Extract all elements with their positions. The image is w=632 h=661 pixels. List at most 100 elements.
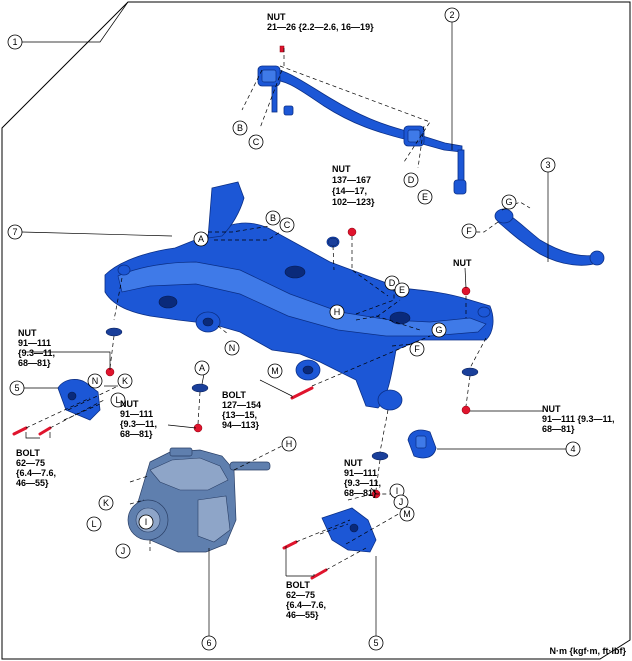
letter-N-frame: N (224, 340, 240, 356)
torque-nut-mid: NUT 137—167 {14—17, 102—123} (332, 164, 375, 207)
svg-text:102—123}: 102—123} (332, 197, 375, 207)
svg-text:A: A (198, 234, 204, 244)
letter-J-diff: J (115, 543, 131, 559)
svg-text:NUT: NUT (542, 404, 561, 414)
svg-text:K: K (122, 376, 128, 386)
callout-5-right-label: 5 (373, 638, 378, 648)
callout-4: 4 (565, 441, 581, 457)
svg-text:46—55}: 46—55} (286, 610, 319, 620)
svg-text:62—75: 62—75 (286, 590, 315, 600)
letter-B-frame: B (265, 210, 281, 226)
svg-text:68—81}: 68—81} (344, 488, 377, 498)
fasteners (12, 227, 471, 580)
callout-6: 6 (201, 635, 217, 651)
svg-text:{14—17,: {14—17, (332, 186, 367, 196)
svg-text:{9.3—11,: {9.3—11, (344, 478, 381, 488)
callout-5-left-label: 5 (14, 383, 19, 393)
torque-bolt-center: BOLT 127—154 {13—15, 94—113} (222, 390, 261, 430)
svg-text:I: I (396, 486, 399, 496)
svg-text:L: L (91, 519, 96, 529)
letter-F-frame: F (409, 341, 425, 357)
svg-text:BOLT: BOLT (286, 580, 310, 590)
svg-text:F: F (466, 226, 472, 236)
letter-L-left: L (110, 392, 126, 408)
torque-bolt-left: BOLT 62—75 {6.4—7.6, 46—55} (16, 448, 56, 488)
callout-3: 3 (540, 157, 556, 173)
letter-C-top: C (248, 134, 264, 150)
svg-text:NUT: NUT (344, 458, 363, 468)
letter-F-top: F (461, 223, 477, 239)
svg-text:NUT: NUT (453, 258, 472, 268)
letter-J-bottom: J (393, 494, 409, 510)
letter-M-frame: M (267, 363, 283, 379)
svg-text:NUT: NUT (120, 399, 139, 409)
svg-text:N: N (92, 376, 99, 386)
callout-6-label: 6 (206, 638, 211, 648)
letter-M-bottom: M (399, 506, 415, 522)
units-note: N·m {kgf·m, ft·lbf} (550, 646, 627, 656)
svg-text:H: H (286, 439, 293, 449)
letter-K-diff: K (98, 495, 114, 511)
callout-4-label: 4 (570, 444, 575, 454)
letter-A-washer: A (194, 360, 210, 376)
letter-L-diff: L (86, 516, 102, 532)
callout-7-label: 7 (12, 227, 17, 237)
svg-text:91—111: 91—111 (18, 338, 51, 348)
svg-text:46—55}: 46—55} (16, 478, 49, 488)
svg-text:68—81}: 68—81} (120, 429, 153, 439)
callout-2: 2 (444, 7, 460, 23)
leader-lines (18, 1, 566, 636)
svg-text:N: N (229, 343, 236, 353)
letter-G-frame: G (431, 322, 447, 338)
svg-text:B: B (237, 123, 243, 133)
washers (105, 237, 479, 461)
svg-text:{13—15,: {13—15, (222, 410, 257, 420)
svg-text:F: F (414, 344, 420, 354)
svg-text:BOLT: BOLT (16, 448, 40, 458)
svg-text:M: M (271, 366, 279, 376)
letter-H-diff: H (281, 436, 297, 452)
letter-I-diff: I (138, 514, 154, 530)
bushing (407, 429, 437, 459)
svg-text:{6.4—7.6,: {6.4—7.6, (16, 468, 56, 478)
svg-text:K: K (103, 498, 109, 508)
svg-text:B: B (270, 213, 276, 223)
svg-text:H: H (334, 307, 341, 317)
svg-text:NUT: NUT (332, 164, 351, 174)
svg-text:D: D (389, 278, 396, 288)
torque-nut-right-top: NUT (453, 258, 472, 268)
svg-text:M: M (403, 509, 411, 519)
svg-text:I: I (145, 517, 148, 527)
letter-D-top: D (403, 172, 419, 188)
letter-A-frame: A (193, 231, 209, 247)
torque-nut-left: NUT 91—111 {9.3—11, 68—81} (18, 328, 55, 368)
svg-text:91—111 {9.3—11,: 91—111 {9.3—11, (542, 414, 615, 424)
torque-nut-top: NUT 21—26 {2.2—2.6, 16—19} (267, 12, 374, 32)
mount-bracket-right (321, 507, 377, 553)
svg-text:137—167: 137—167 (332, 175, 371, 185)
svg-text:62—75: 62—75 (16, 458, 45, 468)
torque-nut-bottom: NUT 91—111 {9.3—11, 68—81} (344, 458, 381, 498)
svg-text:J: J (399, 497, 404, 507)
svg-text:{9.3—11,: {9.3—11, (18, 348, 55, 358)
letter-H-frame: H (329, 304, 345, 320)
svg-text:D: D (408, 175, 415, 185)
svg-text:91—111: 91—111 (120, 409, 153, 419)
svg-text:E: E (422, 192, 428, 202)
torque-nut-center: NUT 91—111 {9.3—11, 68—81} (120, 399, 157, 439)
svg-text:L: L (115, 395, 120, 405)
callout-5-left: 5 (9, 380, 25, 396)
letter-C-frame: C (279, 217, 295, 233)
callout-3-label: 3 (545, 160, 550, 170)
lateral-link (494, 208, 605, 266)
callout-1: 1 (7, 34, 23, 50)
callout-2-label: 2 (449, 10, 454, 20)
svg-text:68—81}: 68—81} (542, 424, 575, 434)
svg-text:94—113}: 94—113} (222, 420, 260, 430)
letter-B-top: B (232, 120, 248, 136)
svg-text:21—26 {2.2—2.6, 16—19}: 21—26 {2.2—2.6, 16—19} (267, 22, 374, 32)
svg-text:G: G (505, 197, 512, 207)
torque-bolt-bottom: BOLT 62—75 {6.4—7.6, 46—55} (286, 580, 326, 620)
svg-text:NUT: NUT (267, 12, 286, 22)
